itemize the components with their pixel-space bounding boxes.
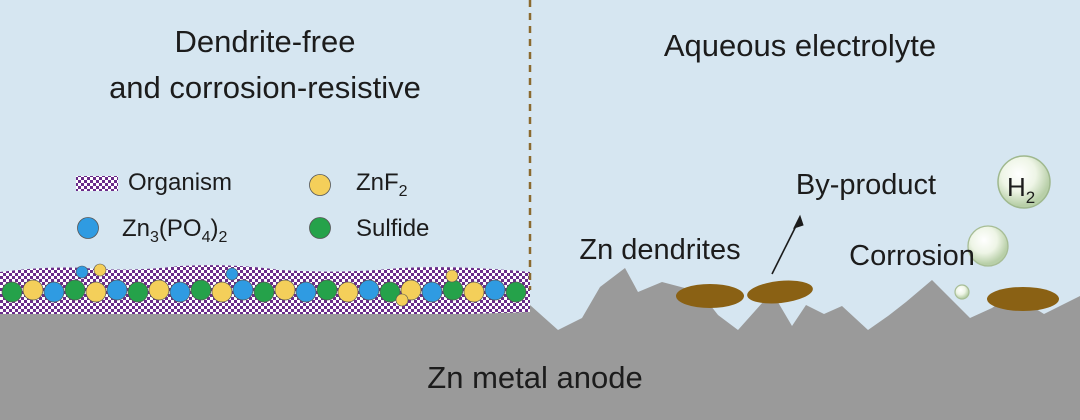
organism-legend-label: Organism	[128, 169, 232, 196]
znf2-particle	[445, 269, 459, 283]
zn3po4-particle	[225, 267, 239, 281]
legend: Organism ZnF2 Zn3(PO4)2 Sulfide	[76, 169, 429, 246]
znf2-particle	[93, 263, 107, 277]
znf2-base: ZnF	[356, 169, 399, 196]
znf2-particle	[337, 281, 359, 303]
zn3po4-particle	[169, 281, 191, 303]
zn3po4-particle	[75, 265, 89, 279]
zn3po4-particle	[358, 279, 380, 301]
zn3po4-particle	[43, 281, 65, 303]
gas-bubble-icon	[967, 225, 1009, 267]
zn-dendrites-label: Zn dendrites	[579, 234, 740, 266]
znf2-particle	[395, 293, 409, 307]
sulfide-particle	[190, 279, 212, 301]
sulfide-particle	[316, 279, 338, 301]
zn3po4-particle	[484, 279, 506, 301]
interphase-particles	[1, 263, 527, 307]
right-title: Aqueous electrolyte	[664, 28, 936, 63]
by-product-label: By-product	[796, 169, 936, 201]
znf2-particle	[148, 279, 170, 301]
zn3po4-sub1: 3	[150, 229, 159, 246]
byproduct-deposit	[676, 284, 744, 308]
h2-sub: 2	[1026, 188, 1035, 207]
left-title-line1: Dendrite-free	[175, 24, 356, 59]
znf2-particle	[22, 279, 44, 301]
corrosion-label: Corrosion	[849, 240, 975, 272]
zn3po4-particle	[295, 281, 317, 303]
sulfide-particle	[64, 279, 86, 301]
sulfide-legend-marker	[309, 217, 331, 239]
zn3po4-part-a: Zn	[122, 215, 150, 242]
znf2-particle	[211, 281, 233, 303]
znf2-particle	[274, 279, 296, 301]
znf2-legend-marker	[309, 174, 331, 196]
sulfide-particle	[127, 281, 149, 303]
arrowhead-icon	[793, 214, 804, 229]
h2-label: H2	[1007, 172, 1035, 207]
zn3po4-part-b: (PO	[159, 215, 202, 242]
znf2-sub: 2	[399, 183, 408, 200]
h2-bubble-icon	[997, 155, 1051, 209]
anode-label: Zn metal anode	[427, 360, 642, 395]
byproduct-deposit	[747, 280, 813, 304]
zn3po4-particle	[421, 281, 443, 303]
znf2-particle	[85, 281, 107, 303]
znf2-legend-label: ZnF2	[356, 169, 408, 200]
zn3po4-particle	[232, 279, 254, 301]
sulfide-particle	[253, 281, 275, 303]
h2-base: H	[1007, 172, 1026, 202]
znf2-particle	[463, 281, 485, 303]
sulfide-particle	[1, 281, 23, 303]
zn3po4-legend-marker	[77, 217, 99, 239]
zn3po4-part-c: )	[211, 215, 219, 242]
left-title-line2: and corrosion-resistive	[109, 70, 421, 105]
small-bubble-icon	[954, 284, 970, 300]
zn3po4-particle	[106, 279, 128, 301]
zn3po4-sub3: 2	[219, 229, 228, 246]
sulfide-particle	[505, 281, 527, 303]
sulfide-particle	[442, 279, 464, 301]
zn3po4-legend-label: Zn3(PO4)2	[122, 215, 228, 246]
znf2-particle	[400, 279, 422, 301]
byproduct-deposit	[987, 287, 1059, 311]
sulfide-legend-label: Sulfide	[356, 215, 429, 242]
sulfide-particle	[379, 281, 401, 303]
zn3po4-sub2: 4	[202, 229, 211, 246]
organism-legend-swatch	[76, 176, 118, 191]
